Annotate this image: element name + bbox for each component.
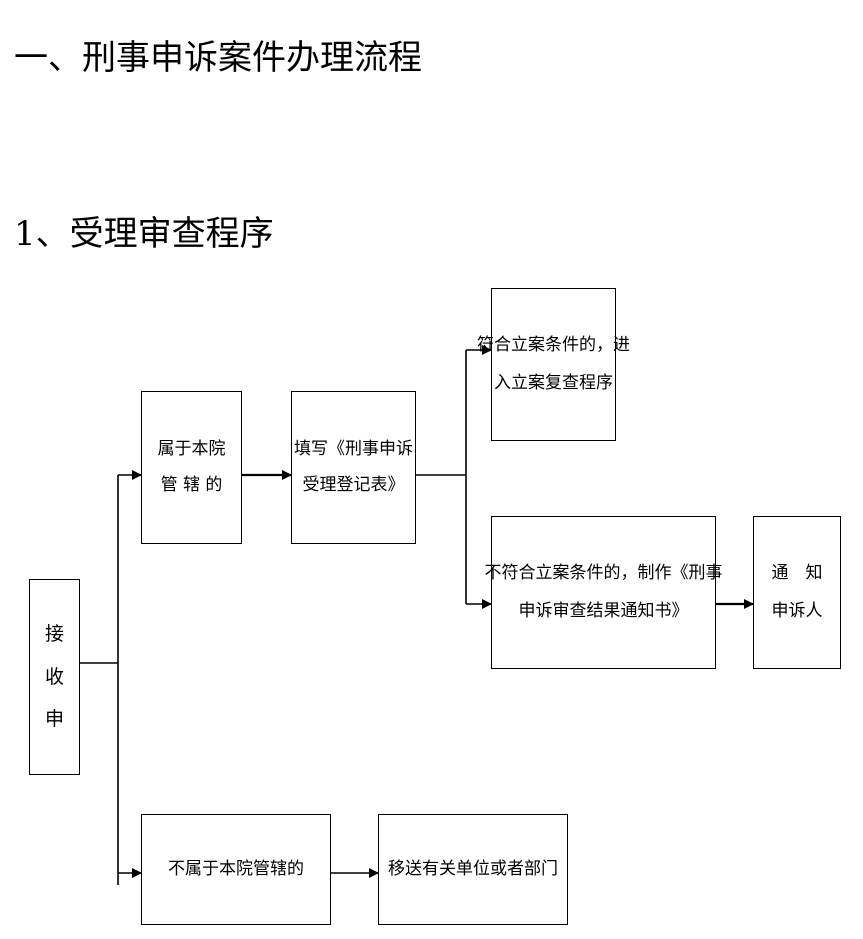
box-text: 申诉审查结果通知书》 [518,601,689,622]
box-text: 收 [44,665,64,688]
box-text: 符合立案条件的，进 [477,334,630,355]
box-text: 管 辖 的 [160,475,223,495]
box-text: 不属于本院管辖的 [168,859,304,879]
box-not-meets-filing-criteria: 不符合立案条件的，制作《刑事 申诉审查结果通知书》 [485,516,723,669]
box-text: 移送有关单位或者部门 [388,859,558,879]
box-text: 申 [44,707,64,730]
box-text: 填写《刑事申诉 [294,439,413,459]
box-fill-registration-form: 填写《刑事申诉 受理登记表》 [291,391,416,544]
box-not-in-jurisdiction: 不属于本院管辖的 [141,814,331,925]
page-title: 一、刑事申诉案件办理流程 [14,38,422,78]
box-text: 不符合立案条件的，制作《刑事 [484,562,723,583]
box-notify-petitioner: 通 知 申诉人 [753,516,841,669]
box-in-jurisdiction: 属于本院 管 辖 的 [141,391,242,544]
section-title: 1、受理审查程序 [14,214,274,254]
box-transfer-to-department: 移送有关单位或者部门 [378,814,568,925]
box-text: 申诉人 [771,601,823,622]
box-text: 入立案复查程序 [494,373,613,394]
box-text: 接 [44,623,64,646]
box-receive-petition: 接 收 申 [29,579,80,775]
box-text: 通 知 [771,562,823,583]
box-text: 受理登记表》 [302,475,405,495]
box-meets-filing-criteria: 符合立案条件的，进 入立案复查程序 [477,288,630,441]
box-text: 属于本院 [157,439,226,459]
